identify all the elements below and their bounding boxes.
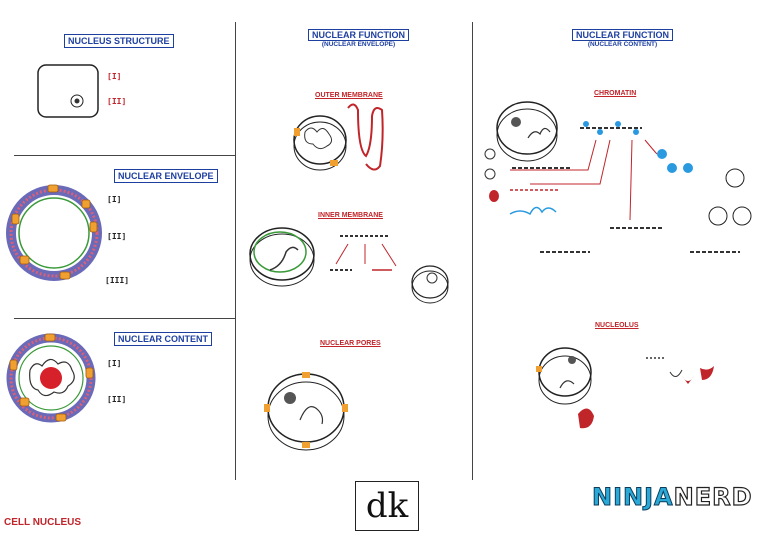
nuclear-content-title: NUCLEAR CONTENT [114,332,212,346]
envelope-label-1: [I] [107,195,122,204]
mid-subtitle: (NUCLEAR ENVELOPE) [321,41,396,48]
envelope-label-2: [II] [107,232,127,241]
divider-envelope-content [14,318,235,319]
chromatin-illustration [484,101,752,253]
nucleus-structure-title: NUCLEUS STRUCTURE [64,34,174,48]
nuclear-pores-heading: NUCLEAR PORES [320,340,381,347]
ninja-nerd-logo: NINJANERD [592,482,753,512]
content-label-1: [I] [107,359,122,368]
outer-membrane-illustration [293,103,384,171]
divider-structure-envelope [14,155,235,156]
content-label-2: [II] [107,395,127,404]
structure-label-2: [II] [107,97,127,106]
structure-label-1: [I] [107,72,122,81]
divider-right [472,22,473,480]
inner-membrane-illustration [249,227,449,304]
mid-title-text: NUCLEAR FUNCTION [308,29,409,41]
dk-logo: dk [355,481,419,531]
outer-membrane-heading: OUTER MEMBRANE [315,92,383,99]
chromatin-heading: CHROMATIN [594,90,637,97]
nuclear-pores-illustration [264,372,348,451]
envelope-label-3: [III] [105,276,130,285]
divider-left [235,22,236,480]
right-subtitle: (NUCLEAR CONTENT) [587,41,658,48]
footer-title: CELL NUCLEUS [4,517,82,528]
nuclear-content-ring [6,333,96,423]
nucleolus-heading: NUCLEOLUS [595,322,639,329]
dk-logo-text: dk [365,486,409,526]
inner-membrane-heading: INNER MEMBRANE [318,212,383,219]
nuclear-content-function-title: NUCLEAR FUNCTION (NUCLEAR CONTENT) [572,29,673,50]
cell-sketch [37,64,99,118]
brand-nerd: NERD [673,482,753,511]
brand-ninja: NINJA [592,483,674,512]
nuclear-envelope-ring [6,184,102,281]
nuclear-envelope-function-title: NUCLEAR FUNCTION (NUCLEAR ENVELOPE) [308,29,409,50]
right-title-text: NUCLEAR FUNCTION [572,29,673,41]
nuclear-envelope-title: NUCLEAR ENVELOPE [114,169,218,183]
nucleolus-illustration [536,347,714,429]
